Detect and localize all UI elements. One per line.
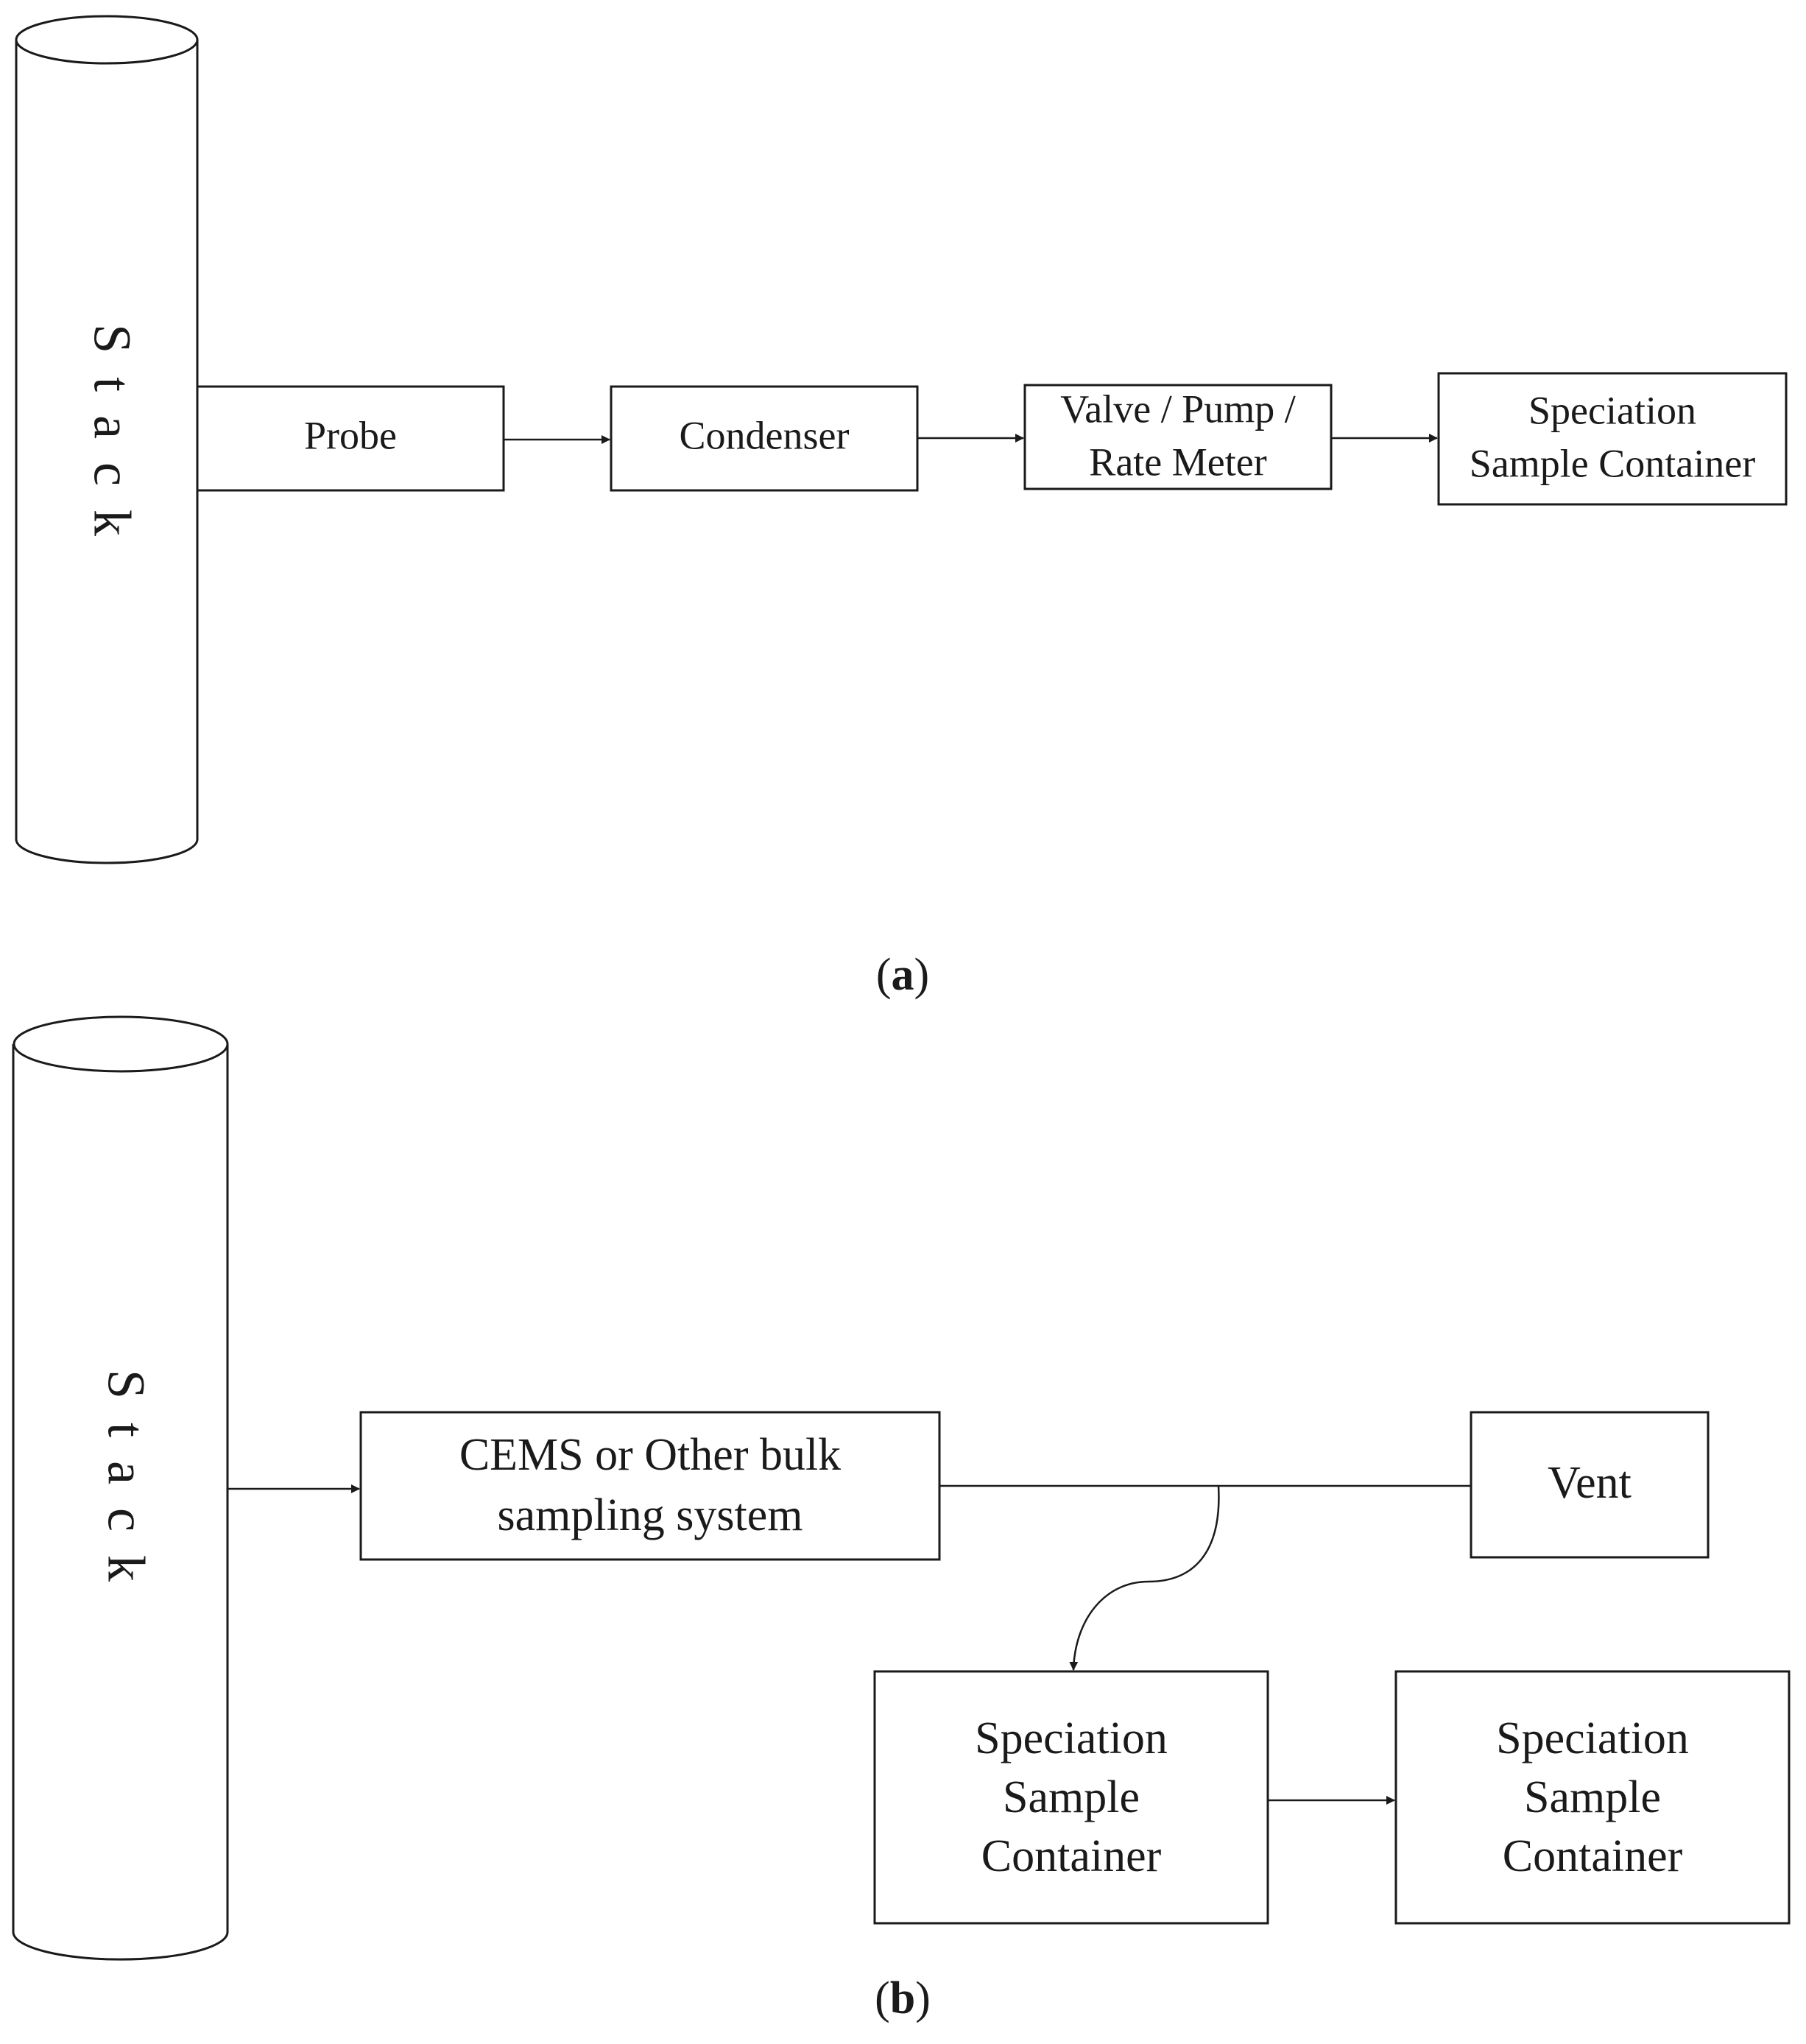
- panel-a-container-box: Speciation Sample Container: [1437, 372, 1788, 506]
- panel-a-stack: Stack: [15, 15, 199, 864]
- panel-b-container2-label-line2: Sample: [1524, 1772, 1661, 1822]
- panel-a-valve-pump-label-line2: Rate Meter: [1089, 440, 1266, 484]
- panel-b-stack-label: Stack: [96, 1370, 155, 1605]
- panel-a-valve-pump-box: Valve / Pump / Rate Meter: [1023, 384, 1333, 490]
- panel-b-branch-arrow: [1069, 1485, 1220, 1671]
- panel-a-caption: (a): [876, 950, 929, 1000]
- panel-b-caption-letter: b: [890, 1973, 915, 2023]
- panel-b-vent-box: Vent: [1470, 1411, 1710, 1559]
- panel-a-container-label-line2: Sample Container: [1470, 441, 1755, 485]
- panel-a-caption-letter: a: [892, 950, 914, 1000]
- panel-b-vent-label: Vent: [1548, 1458, 1632, 1508]
- panel-b-container2-label-line3: Container: [1503, 1831, 1683, 1881]
- panel-a-probe-box: Probe: [196, 385, 505, 492]
- panel-b-container2-label-line1: Speciation: [1496, 1713, 1689, 1763]
- panel-b-container1-box: Speciation Sample Container: [873, 1670, 1269, 1925]
- panel-b-caption: (b): [875, 1973, 931, 2023]
- panel-b: Stack CEMS or Other bulk sampling system…: [12, 1015, 1791, 2023]
- panel-b-cems-label-line2: sampling system: [497, 1490, 803, 1540]
- panel-a-condenser-label: Condenser: [680, 413, 850, 457]
- panel-b-cems-label-line1: CEMS or Other bulk: [459, 1430, 841, 1480]
- panel-b-container2-box: Speciation Sample Container: [1394, 1670, 1791, 1925]
- panel-a-condenser-box: Condenser: [610, 385, 919, 492]
- panel-b-container1-label-line2: Sample: [1003, 1772, 1140, 1822]
- panel-b-container1-label-line3: Container: [981, 1831, 1162, 1881]
- panel-a-stack-label: Stack: [82, 324, 141, 560]
- panel-a-valve-pump-label-line1: Valve / Pump /: [1060, 387, 1296, 431]
- panel-a-probe-label: Probe: [304, 413, 397, 457]
- panel-b-cems-box: CEMS or Other bulk sampling system: [359, 1411, 941, 1561]
- panel-a-container-label-line1: Speciation: [1528, 388, 1696, 432]
- panel-b-container1-label-line1: Speciation: [975, 1713, 1168, 1763]
- panel-a: Stack Probe Condenser Valve / Pump / Rat…: [15, 15, 1788, 1000]
- panel-b-stack: Stack: [12, 1015, 229, 1961]
